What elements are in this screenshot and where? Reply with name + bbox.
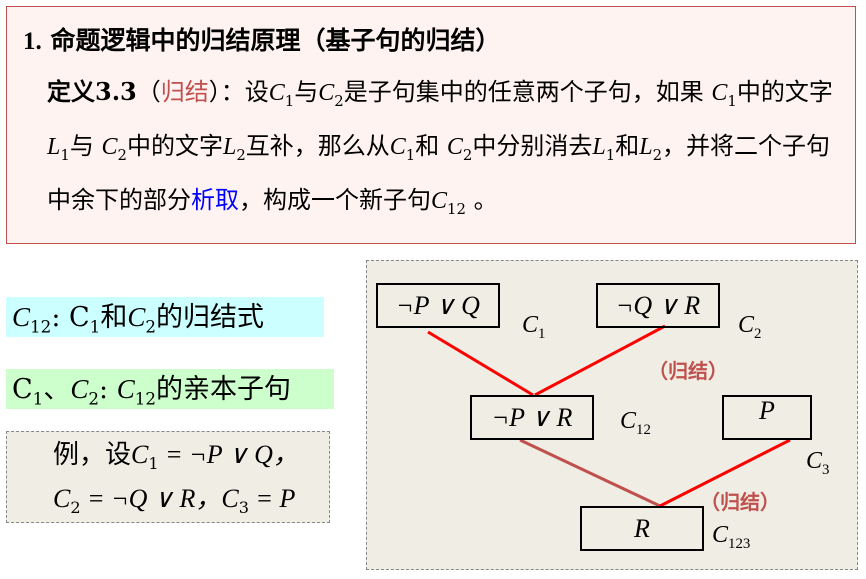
example-box: 例，设C1 = ¬P ∨ Q， C2 = ¬Q ∨ R，C3 = P — [6, 431, 330, 523]
edge-c1-c12 — [427, 330, 534, 397]
label-c12: C12 — [620, 408, 651, 438]
clause-node-c2: ¬Q ∨ R — [596, 283, 720, 328]
definition-text: 定义3.3（归结）：设C1与C2是子句集中的任意两个子句，如果 C1中的文字L1… — [47, 77, 833, 218]
edge-c3-c123 — [659, 438, 791, 508]
definition-label: 定义3.3 — [47, 77, 137, 106]
clause-node-c123: R — [580, 506, 704, 551]
label-c2: C2 — [738, 312, 762, 342]
edge-c12-c123 — [519, 438, 661, 508]
resolution-tree-panel — [366, 260, 858, 570]
label-c123: C123 — [712, 522, 751, 552]
extract-term: 析取 — [191, 185, 239, 214]
label-c3: C3 — [806, 448, 830, 478]
example-line-2: C2 = ¬Q ∨ R，C3 = P — [53, 484, 296, 518]
label-c1: C1 — [522, 312, 546, 342]
resolution-label-1: （归结） — [648, 359, 728, 383]
example-line-1: 例，设C1 = ¬P ∨ Q， — [53, 440, 299, 474]
resolution-term: 归结 — [160, 78, 209, 106]
resolvent-note: C12: C1和C2的归结式 — [6, 297, 324, 337]
definition-box: 1. 命题逻辑中的归结原理（基子句的归结） 定义3.3（归结）：设C1与C2是子… — [6, 6, 856, 244]
clause-node-c12: ¬P ∨ R — [470, 395, 594, 440]
section-title: 1. 命题逻辑中的归结原理（基子句的归结） — [23, 26, 501, 55]
clause-node-c3: P — [722, 395, 812, 440]
parent-clauses-note: C1、C2: C12的亲本子句 — [6, 369, 334, 409]
clause-node-c1: ¬P ∨ Q — [376, 283, 500, 328]
resolution-label-2: （归结） — [700, 490, 780, 514]
edge-c2-c12 — [534, 324, 666, 397]
